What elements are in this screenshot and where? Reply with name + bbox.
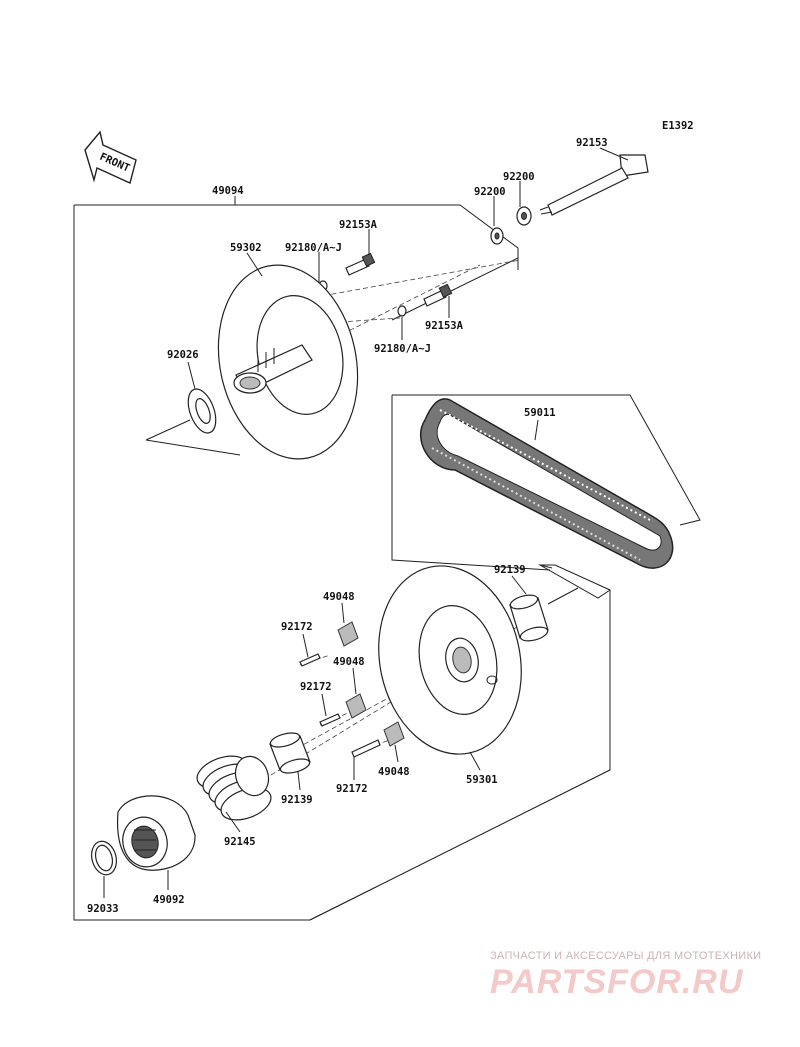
label-59011: 59011 <box>524 407 556 419</box>
spring-92145 <box>196 755 272 821</box>
bushing-92139-left <box>269 732 311 774</box>
sheave-59302 <box>217 264 359 460</box>
front-arrow-icon: FRONT <box>84 130 137 184</box>
sheave-59301 <box>378 565 522 755</box>
label-49048-c: 49048 <box>378 766 410 778</box>
label-49048-a: 49048 <box>323 591 355 603</box>
label-49048-b: 49048 <box>333 656 365 668</box>
bushing-92139-right <box>509 594 549 642</box>
pin-92172-a <box>299 653 321 667</box>
label-59302: 59302 <box>230 242 262 254</box>
cam-49092 <box>116 795 196 871</box>
weight-49048-b <box>345 693 367 719</box>
bolt-92153 <box>539 154 649 216</box>
label-59301: 59301 <box>466 774 498 786</box>
weight-49048-c <box>383 721 405 747</box>
label-92153: 92153 <box>576 137 608 149</box>
assembly-top-edge <box>74 204 519 321</box>
label-92180-lower: 92180/A~J <box>374 343 431 355</box>
belt-outline <box>391 394 701 571</box>
label-92139-left: 92139 <box>281 794 313 806</box>
pin-92172-c <box>351 739 381 758</box>
washer-92180-lower <box>397 305 407 317</box>
label-49092: 49092 <box>153 894 185 906</box>
label-92172-c: 92172 <box>336 783 368 795</box>
label-92153A-lower: 92153A <box>425 320 464 332</box>
label-92145: 92145 <box>224 836 256 848</box>
pin-92172-b <box>319 713 341 727</box>
watermark-logo: PARTSFOR.RU <box>490 963 744 1001</box>
label-92180-upper: 92180/A~J <box>285 242 342 254</box>
weight-49048-a <box>337 621 359 647</box>
label-92033: 92033 <box>87 903 119 915</box>
bolt-92153A-lower <box>423 283 453 307</box>
label-49094: 49094 <box>212 185 244 197</box>
label-92153A-upper: 92153A <box>339 219 378 231</box>
circlip-92033 <box>91 840 117 876</box>
bolt-92153A-upper <box>345 252 376 276</box>
label-92200-b: 92200 <box>474 186 506 198</box>
watermark-caption: ЗАПЧАСТИ И АКСЕССУАРЫ ДЛЯ МОТОТЕХНИКИ <box>490 950 762 962</box>
label-92139-right: 92139 <box>494 564 526 576</box>
drive-belt-59011 <box>419 398 674 569</box>
label-92172-a: 92172 <box>281 621 313 633</box>
label-92200-a: 92200 <box>503 171 535 183</box>
diagram-code: E1392 <box>662 120 694 132</box>
label-92026: 92026 <box>167 349 199 361</box>
label-92172-b: 92172 <box>300 681 332 693</box>
